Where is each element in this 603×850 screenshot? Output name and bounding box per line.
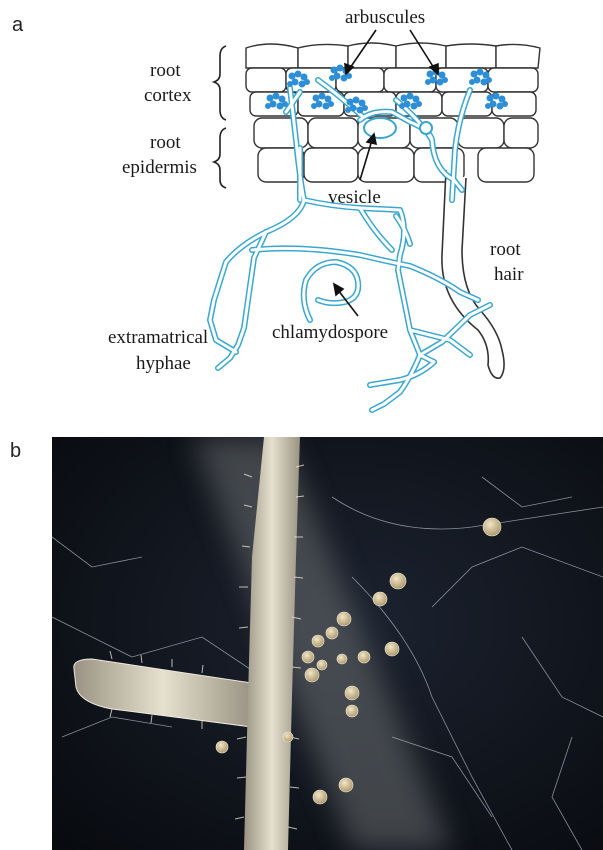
label-arbuscules: arbuscules <box>345 7 425 28</box>
label-extramatrical-hyphae-1: extramatrical <box>108 327 208 348</box>
label-root-cortex-1: root <box>150 60 181 81</box>
vesicle-shape <box>364 118 396 138</box>
label-chlamydospore: chlamydospore <box>272 322 388 343</box>
braces <box>214 46 226 188</box>
panel-label-b: b <box>10 440 21 463</box>
label-extramatrical-hyphae-2: hyphae <box>136 353 191 374</box>
label-vesicle: vesicle <box>328 187 381 208</box>
mycorrhiza-diagram: arbuscules root cortex root epidermis ve… <box>0 0 603 430</box>
label-root-epidermis-1: root <box>150 132 181 153</box>
label-root-hair-2: hair <box>494 264 524 285</box>
label-root-epidermis-2: epidermis <box>122 157 197 178</box>
label-root-cortex-2: cortex <box>144 85 192 106</box>
micrograph-photo <box>52 437 603 850</box>
label-root-hair-1: root <box>490 239 521 260</box>
